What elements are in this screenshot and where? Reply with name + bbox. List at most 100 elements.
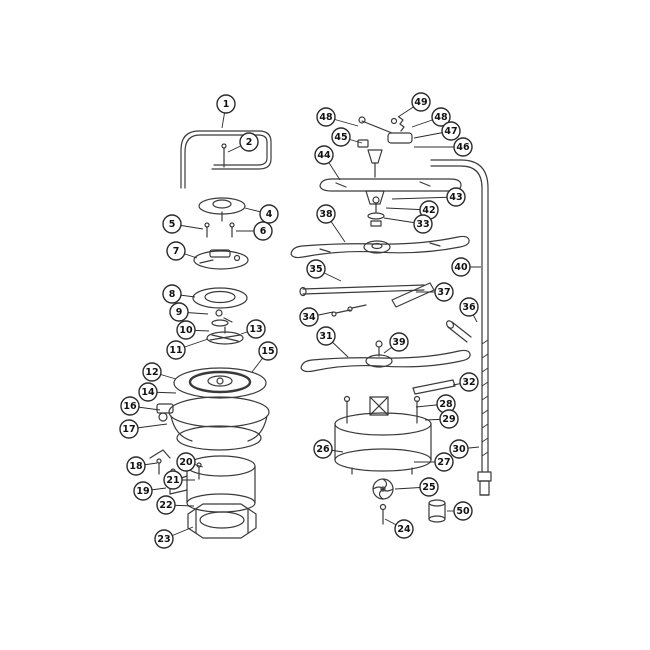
callout-label-15: 15 [261, 346, 274, 357]
callout-balloon-4 [259, 204, 279, 224]
callout-balloon-7 [166, 241, 186, 261]
callout-balloon-22 [156, 495, 176, 515]
callout-balloon-20 [176, 452, 196, 472]
drain-hose [430, 159, 492, 496]
callout-balloon-36 [459, 297, 479, 317]
callout-balloon-23 [154, 529, 174, 549]
callout-balloon-38 [316, 204, 336, 224]
callout-balloon-29 [439, 409, 459, 429]
fill-tube [180, 130, 272, 189]
callout-label-35: 35 [309, 264, 322, 275]
callout-label-36: 36 [462, 302, 476, 313]
pump-gasket [192, 287, 248, 309]
callout-balloon-31 [316, 326, 336, 346]
callout-balloon-24 [394, 519, 414, 539]
callout-balloon-34 [299, 307, 319, 327]
callout-label-49: 49 [414, 97, 427, 108]
callout-label-18: 18 [129, 461, 143, 472]
callout-balloon-19 [133, 481, 153, 501]
callout-balloon-47 [441, 121, 461, 141]
callout-label-50: 50 [456, 506, 470, 517]
callout-balloon-33 [413, 214, 433, 234]
water-supply-tube [299, 282, 435, 317]
callout-label-48: 48 [434, 112, 448, 123]
callout-balloon-27 [434, 452, 454, 472]
callout-label-25: 25 [422, 482, 435, 493]
callout-label-47: 47 [444, 126, 457, 137]
callout-label-44: 44 [317, 150, 331, 161]
callout-label-30: 30 [452, 444, 466, 455]
support-bar [412, 379, 456, 395]
callout-label-9: 9 [176, 307, 183, 318]
callout-label-24: 24 [397, 524, 411, 535]
callout-balloon-9 [169, 302, 189, 322]
callout-label-2: 2 [246, 137, 253, 148]
callout-label-48: 48 [319, 112, 333, 123]
callout-balloon-14 [138, 382, 158, 402]
callout-label-4: 4 [266, 209, 273, 220]
callout-balloon-37 [434, 282, 454, 302]
callout-label-39: 39 [392, 337, 405, 348]
callout-balloon-17 [119, 419, 139, 439]
callout-balloon-32 [459, 372, 479, 392]
callout-label-45: 45 [334, 132, 347, 143]
callout-label-20: 20 [179, 457, 193, 468]
callout-balloon-15 [258, 341, 278, 361]
callout-label-26: 26 [316, 444, 330, 455]
callout-balloon-45 [331, 127, 351, 147]
lower-spray-arm [300, 340, 471, 373]
callout-balloon-50 [453, 501, 473, 521]
callout-balloon-13 [246, 319, 266, 339]
callout-label-43: 43 [449, 192, 462, 203]
callout-label-31: 31 [319, 331, 332, 342]
inlet-valve-parts [357, 116, 413, 178]
screws-5-6 [204, 222, 235, 238]
callout-label-32: 32 [462, 377, 475, 388]
callout-balloon-39 [389, 332, 409, 352]
callout-balloon-48 [316, 107, 336, 127]
callout-balloon-10 [176, 320, 196, 340]
callout-balloon-25 [419, 477, 439, 497]
callout-label-23: 23 [157, 534, 170, 545]
callout-label-46: 46 [456, 142, 470, 153]
callout-label-13: 13 [249, 324, 262, 335]
callout-balloon-8 [162, 284, 182, 304]
spray-arm-hub-parts [367, 196, 385, 227]
callout-label-6: 6 [260, 226, 267, 237]
callout-label-21: 21 [166, 475, 179, 486]
callout-balloon-11 [166, 340, 186, 360]
callout-balloon-26 [313, 439, 333, 459]
callout-label-10: 10 [179, 325, 193, 336]
callout-label-1: 1 [223, 99, 230, 110]
callout-label-34: 34 [302, 312, 316, 323]
callout-label-40: 40 [454, 262, 468, 273]
callout-balloon-6 [253, 221, 273, 241]
callout-label-27: 27 [437, 457, 450, 468]
callout-balloon-49 [411, 92, 431, 112]
callout-label-28: 28 [439, 399, 453, 410]
pump-impeller [372, 478, 394, 500]
callout-balloon-1 [216, 94, 236, 114]
callout-balloon-5 [162, 214, 182, 234]
food-chopper [193, 249, 249, 270]
callout-balloon-35 [306, 259, 326, 279]
callouts-layer: 1245678910111213141516171819202122234849… [119, 92, 481, 549]
callout-balloon-44 [314, 145, 334, 165]
callout-balloon-30 [449, 439, 469, 459]
callout-balloon-43 [446, 187, 466, 207]
callout-balloon-16 [120, 396, 140, 416]
callout-label-37: 37 [437, 287, 450, 298]
pump-plate [173, 367, 267, 399]
callout-label-7: 7 [173, 246, 180, 257]
callout-label-16: 16 [123, 401, 137, 412]
callout-balloon-18 [126, 456, 146, 476]
callout-label-14: 14 [141, 387, 155, 398]
middle-spray-arm [290, 235, 470, 259]
callout-label-12: 12 [145, 367, 158, 378]
diagram-line-art [149, 116, 492, 539]
pump-motor-assembly [334, 395, 432, 475]
seal-kit [211, 309, 233, 327]
callout-leader-43 [391, 196, 457, 200]
callout-label-38: 38 [319, 209, 333, 220]
motor-base [187, 503, 257, 539]
